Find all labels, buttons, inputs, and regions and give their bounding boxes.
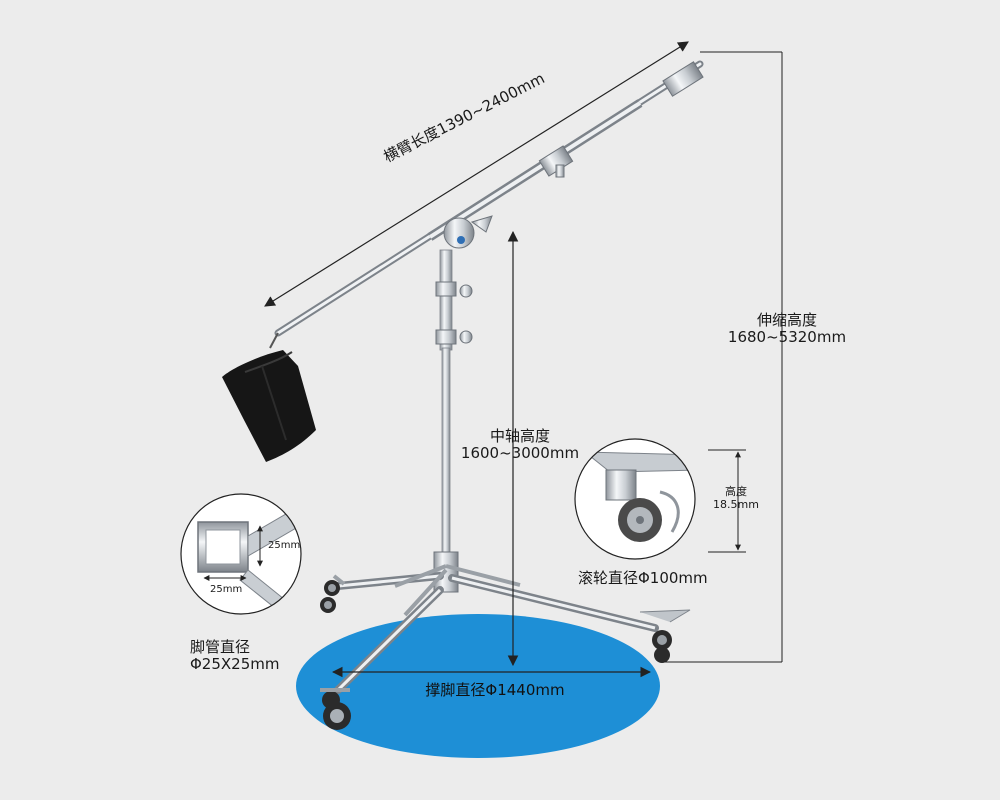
extended-height-label: 伸缩高度 1680~5320mm [712,311,862,347]
boom-length-dimension [264,41,689,307]
leg-tube-detail-inset [180,493,302,615]
leg-tube-width-label: 25mm [210,584,243,595]
caster-height-title: 高度 [725,485,747,498]
leg-spread-label: 撑脚直径Φ1440mm [425,681,565,699]
leg-tube-title: 脚管直径 [190,638,251,656]
caster-height-label: 高度 18.5mm [700,485,772,511]
center-column [433,249,473,593]
caster-detail-inset [574,438,746,560]
extended-height-title: 伸缩高度 [756,311,817,329]
caster-height-value: 18.5mm [713,497,759,511]
extended-height-value: 1680~5320mm [727,328,847,347]
sandbag [222,350,316,462]
leg-tube-value: Φ25X25mm [190,655,280,674]
caster-wheels [320,574,691,730]
caster-diameter-label: 滚轮直径Φ100mm [578,569,708,587]
center-height-label: 中轴高度 1600~3000mm [445,427,595,463]
center-height-title: 中轴高度 [489,427,550,445]
center-height-value: 1600~3000mm [460,444,580,463]
leg-tube-height-label: 25mm [268,540,301,551]
leg-spread-footprint [296,614,660,758]
leg-tube-label: 脚管直径 Φ25X25mm [190,638,280,674]
